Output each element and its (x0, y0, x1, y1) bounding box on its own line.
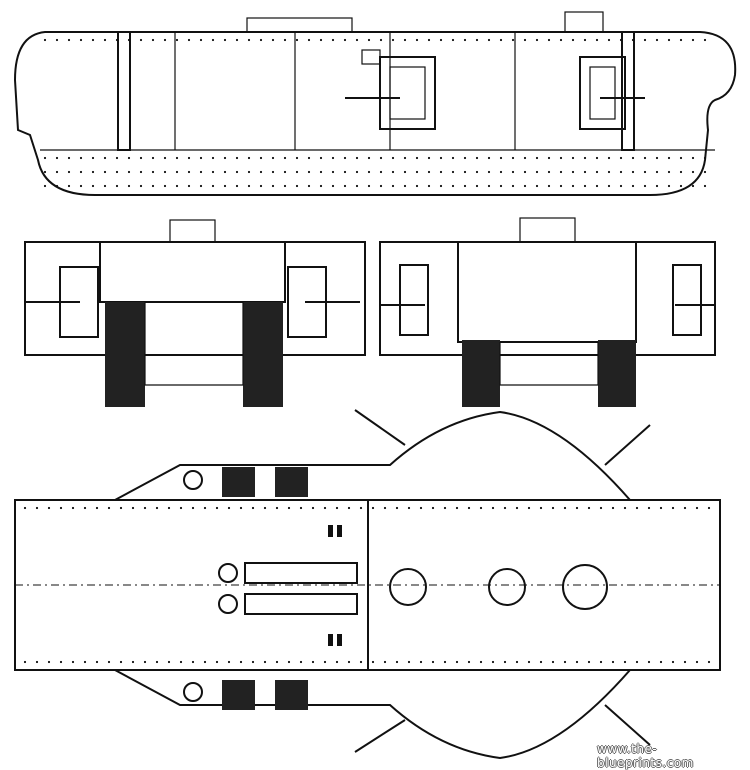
front-view (24, 219, 366, 407)
rear-view (379, 217, 716, 407)
track-right (243, 302, 283, 407)
track-left (105, 302, 145, 407)
track-right (598, 340, 636, 407)
top-view (14, 409, 721, 760)
watermark: www.the-blueprints.com (597, 742, 694, 770)
rivet-rows (43, 38, 707, 188)
track-left (462, 340, 500, 407)
side-view (13, 11, 737, 196)
